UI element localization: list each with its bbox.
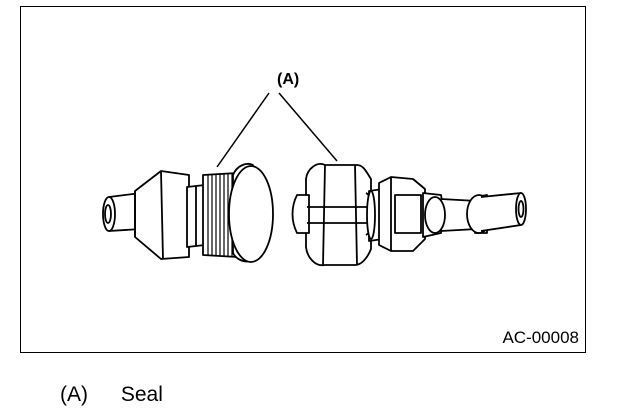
right-flange-nut bbox=[291, 163, 375, 267]
legend-marker: (A) bbox=[60, 383, 88, 406]
seal-diagram bbox=[102, 92, 527, 267]
leader-line-right bbox=[278, 92, 338, 162]
left-hex-nut bbox=[134, 170, 190, 260]
figure-frame: (A) AC-00008 bbox=[20, 6, 586, 353]
right-hex-nut bbox=[378, 176, 426, 252]
legend-label: Seal bbox=[120, 383, 163, 406]
legend-row: (A) Seal bbox=[60, 383, 163, 407]
callout-label-a: (A) bbox=[277, 71, 300, 88]
figure-code: AC-00008 bbox=[502, 328, 579, 347]
right-pipe bbox=[466, 192, 527, 234]
leader-line-left bbox=[216, 92, 270, 168]
seal-cap bbox=[228, 162, 274, 263]
